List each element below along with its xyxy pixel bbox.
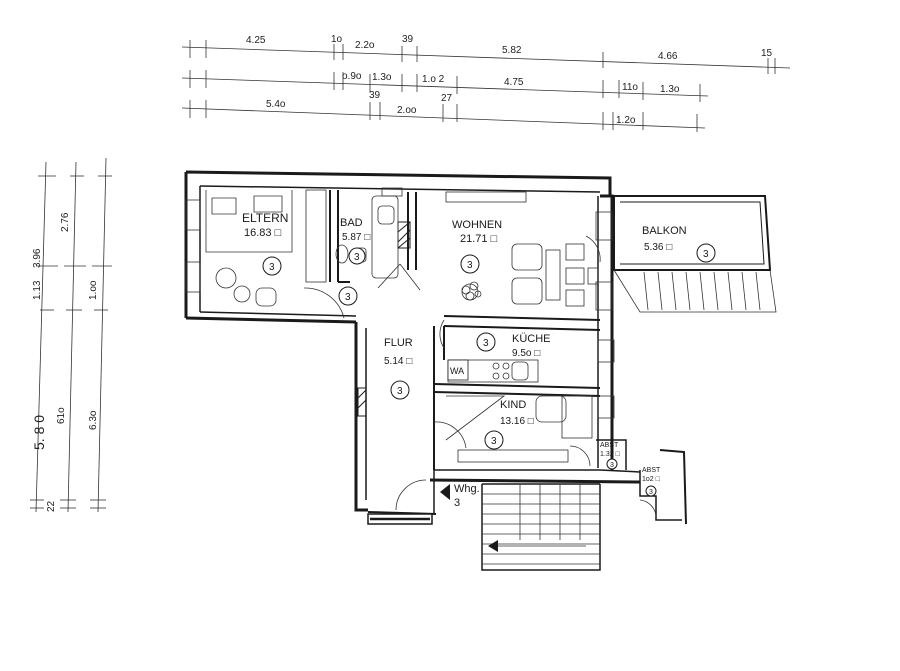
dim-top-2: 1o — [331, 34, 343, 45]
dim-bot-2: 27 — [441, 93, 453, 104]
room-badge: 3 — [703, 249, 709, 260]
room-badge-circle — [460, 254, 480, 274]
room-name: KIND — [500, 399, 526, 411]
room-area: 13.16 □ — [500, 416, 534, 427]
room-area: 5.87 □ — [342, 232, 370, 243]
dim-left-1: 3.96 — [32, 248, 43, 268]
dim-bot-3: 5.4o — [266, 99, 286, 110]
room-area: 16.83 □ — [244, 227, 282, 239]
dim-bot-4: 2.oo — [397, 105, 417, 116]
room-badge: 3 — [610, 462, 614, 469]
dim-top-1: 4.25 — [246, 35, 266, 46]
staircase — [440, 483, 601, 571]
wa-label: WA — [450, 366, 464, 376]
dim-mid-2: 1.3o — [372, 72, 392, 83]
room-area: 5.36 □ — [644, 242, 672, 253]
room-kind: KIND 13.16 □ 3 — [484, 399, 534, 450]
dim-left-2: 1.13 — [32, 280, 43, 300]
room-badge: 3 — [397, 386, 403, 397]
room-area: 1o2 □ — [642, 476, 661, 483]
plant-icon — [461, 281, 482, 301]
room-area: 5.14 □ — [384, 356, 412, 367]
room-badge-circle — [645, 485, 657, 497]
room-area: 9.5o □ — [512, 348, 540, 359]
dim-top-4: 39 — [402, 34, 414, 45]
dim-top-3: 2.2o — [355, 40, 375, 51]
room-eltern: ELTERN 16.83 □ 3 — [242, 211, 288, 276]
room-badge-circle — [476, 332, 496, 352]
dim-left-total: 5. 8 0 — [31, 415, 47, 450]
windows — [185, 187, 615, 419]
room-badge-circle — [348, 247, 366, 265]
badge-hall-west: 3 — [345, 292, 351, 303]
dim-mid-4: 4.75 — [504, 77, 524, 88]
room-name: KÜCHE — [512, 333, 551, 345]
room-badge-circle — [606, 458, 618, 470]
room-badge: 3 — [649, 489, 653, 496]
room-kueche: KÜCHE 9.5o □ 3 — [476, 332, 551, 359]
badge-circle-hall-west — [338, 286, 358, 306]
dim-left-4: 2.76 — [60, 212, 71, 232]
room-badge: 3 — [354, 252, 360, 263]
furniture — [205, 189, 599, 463]
room-abst-2: ABST 1o2 □ 3 — [642, 467, 661, 497]
entrance-label: Whg. — [454, 483, 480, 495]
room-badge: 3 — [269, 262, 275, 273]
room-area: 1.32 □ — [600, 451, 621, 458]
room-badge: 3 — [491, 436, 497, 447]
walls — [184, 170, 777, 525]
entrance-number: 3 — [454, 497, 460, 509]
room-badge-circle — [262, 256, 282, 276]
room-wohnen: WOHNEN 21.71 □ 3 — [452, 219, 502, 274]
chimney — [357, 221, 411, 417]
room-bad: BAD 5.87 □ 3 — [340, 217, 370, 265]
dim-left-6: 1.oo — [88, 280, 99, 300]
dim-mid-5: 11o — [622, 82, 638, 93]
room-abst-1: ABST 1.32 □ 3 — [600, 442, 621, 470]
dim-mid-1: o.9o — [342, 71, 362, 82]
dim-mid-3: 1.o 2 — [422, 74, 445, 85]
dim-left-3: 22 — [46, 500, 57, 512]
room-name: ABST — [600, 442, 619, 449]
room-name: ELTERN — [242, 211, 288, 225]
room-badge-circle — [696, 243, 716, 263]
entrance: Whg. 3 — [454, 483, 480, 509]
dim-mid-6: 1.3o — [660, 84, 680, 95]
dim-left-7: 6.3o — [88, 410, 99, 430]
dim-bot-1: 39 — [369, 90, 381, 101]
room-badge: 3 — [483, 338, 489, 349]
room-name: ABST — [642, 467, 661, 474]
door-swings — [303, 235, 657, 517]
top-dimension-chains: 4.25 1o 2.2o 39 5.82 4.66 15 o.9o 1.3o 1… — [181, 34, 791, 132]
room-name: BAD — [340, 217, 363, 229]
room-area: 21.71 □ — [460, 233, 498, 245]
dim-top-6: 4.66 — [658, 51, 678, 62]
room-name: FLUR — [384, 337, 413, 349]
room-flur: FLUR 5.14 □ 3 — [384, 337, 413, 400]
room-badge-circle — [390, 380, 410, 400]
left-dimension-chains: 3.96 1.13 5. 8 0 22 2.76 61o 1.oo 6.3o — [30, 157, 112, 513]
room-name: WOHNEN — [452, 219, 502, 231]
room-badge-circle — [484, 430, 504, 450]
entrance-arrow-icon — [440, 484, 450, 500]
dim-top-5: 5.82 — [502, 45, 522, 56]
room-name: BALKON — [642, 225, 687, 237]
dim-left-5: 61o — [56, 407, 67, 424]
dim-bot-5: 1.2o — [616, 115, 636, 126]
room-balkon: BALKON 5.36 □ 3 — [642, 225, 716, 263]
room-badge: 3 — [467, 260, 473, 271]
dim-top-7: 15 — [761, 48, 773, 59]
